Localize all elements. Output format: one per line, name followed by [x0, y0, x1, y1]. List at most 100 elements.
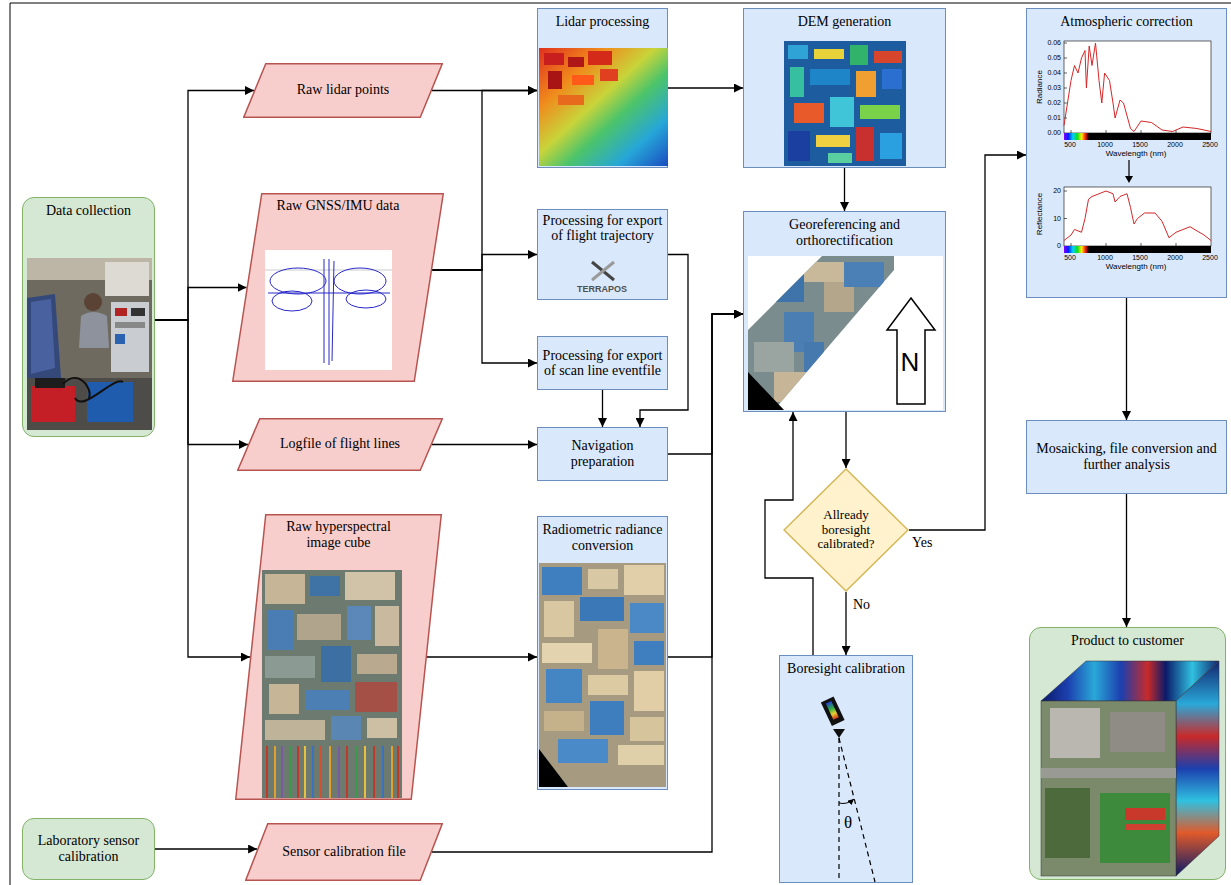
figure-label: 1000 [1097, 254, 1113, 261]
node-label: Georeferencing and orthorectification [747, 217, 942, 249]
figure-label: 0.06 [1047, 39, 1061, 46]
data-parallelogram: Raw hyperspectral image cube [235, 514, 442, 800]
illustration-part [748, 256, 898, 410]
illustration-part [856, 71, 876, 97]
illustration-part [1045, 788, 1090, 858]
illustration-part [860, 105, 900, 119]
illustration-part [630, 717, 664, 741]
figure-label: θ [844, 814, 852, 831]
illustration-part [1064, 43, 1211, 132]
illustration-part [331, 716, 361, 740]
shape-outline [238, 419, 443, 471]
illustration-part [826, 701, 839, 720]
illustration-part [592, 262, 614, 280]
illustration-part [27, 258, 152, 430]
illustration-part [382, 746, 384, 798]
process-box: Processing for export of scan line event… [537, 336, 668, 390]
illustration-part [1064, 191, 1211, 241]
illustration-part [598, 629, 628, 669]
process-box: Radiometric radiance conversion [537, 516, 668, 790]
flow-arrow [427, 656, 537, 657]
illustration-part [1064, 246, 1211, 253]
illustration-part [544, 53, 564, 65]
illustration-part [297, 746, 299, 798]
process-box: Navigation preparation [537, 427, 668, 481]
data-parallelogram: Logfile of flight lines [237, 418, 443, 471]
node-label: Processing for export of scan line event… [541, 348, 664, 379]
illustration-part [580, 597, 624, 621]
illustration-part [588, 675, 628, 695]
flow-arrow [432, 270, 537, 363]
figure-label: 2000 [1167, 254, 1183, 261]
illustration-part [788, 131, 810, 161]
node-label: Atmospheric correction [1030, 14, 1223, 30]
illustration-part [630, 603, 664, 633]
illustration-part [821, 697, 845, 726]
illustration-part [289, 746, 291, 798]
illustration-part [364, 746, 366, 798]
illustration-part [281, 746, 283, 798]
figure-label: 1500 [1132, 141, 1148, 148]
illustration-part [600, 69, 618, 81]
illustration-part [262, 570, 402, 798]
illustration-part [568, 57, 584, 67]
illustration-part [874, 51, 902, 63]
illustration-part [788, 45, 808, 59]
illustration-part [1064, 133, 1211, 140]
illustration-part [839, 799, 854, 804]
illustration-part [269, 684, 299, 714]
illustration-part [105, 262, 149, 296]
figure-label: 0.00 [1047, 129, 1061, 136]
illustration-part [267, 610, 293, 650]
flow-arrow [1126, 494, 1127, 627]
node-label: Radiometric radiance conversion [541, 522, 664, 554]
flow-arrow [845, 592, 846, 655]
illustration-part [355, 682, 397, 712]
illustration-part [367, 718, 397, 738]
node-label: Product to customer [1035, 633, 1220, 649]
illustration-part [1100, 793, 1170, 863]
figure-label: 10 [1053, 214, 1061, 221]
illustration-part [542, 567, 582, 595]
node-label: Raw hyperspectral image cube [273, 519, 404, 551]
illustration-part [887, 298, 935, 404]
node-label: Laboratory sensor calibration [28, 833, 149, 865]
figure-label: 500 [1064, 254, 1076, 261]
illustration-part [748, 256, 943, 410]
illustration-part [329, 746, 331, 798]
illustration-part [1128, 160, 1129, 177]
flow-arrow [668, 314, 743, 454]
figure-label: TERRAPOS [577, 285, 627, 294]
figure-label: 0.04 [1047, 69, 1061, 76]
illustration-part [115, 308, 127, 316]
figure-label: 0.02 [1047, 99, 1061, 106]
shape-outline [236, 515, 442, 800]
flow-arrow [155, 320, 248, 445]
illustration-part [830, 97, 854, 127]
flow-arrow [155, 848, 257, 849]
flow-arrow [844, 168, 845, 211]
figure-label: N [901, 349, 920, 375]
flow-arrow [668, 314, 743, 657]
illustration-part [355, 746, 357, 798]
illustration-part [373, 746, 375, 798]
illustration-part [155, 88, 1127, 852]
illustration-part [27, 378, 152, 430]
illustration-part [856, 127, 874, 161]
illustration-part [588, 51, 612, 65]
illustration-part [542, 643, 592, 663]
illustration-part [310, 576, 340, 596]
illustration-part [764, 272, 804, 302]
data-parallelogram: Raw lidar points [243, 63, 443, 118]
node-label: Logfile of flight lines [267, 436, 413, 452]
illustration-part [539, 563, 666, 787]
node-label: Processing for export of flight trajecto… [541, 213, 664, 244]
illustration-part [79, 312, 109, 348]
illustration-part [274, 746, 276, 798]
illustration-part [265, 574, 305, 604]
illustration-part [35, 378, 65, 388]
flow-arrow [432, 314, 743, 852]
illustration-part [850, 45, 868, 65]
figure-label: 500 [1064, 141, 1076, 148]
illustration-part [838, 738, 839, 882]
